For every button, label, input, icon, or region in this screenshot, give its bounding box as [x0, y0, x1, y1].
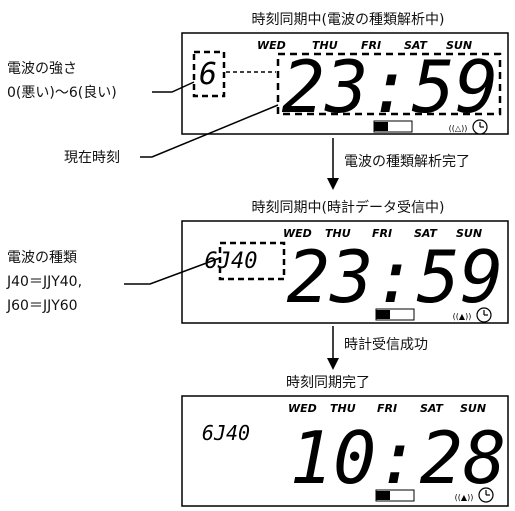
step2-label: 時計受信成功 — [344, 337, 428, 353]
signal-level-highlight — [192, 50, 226, 98]
type-leader-line — [124, 257, 221, 285]
day-thu: THU — [312, 39, 338, 52]
signal-level-digit: 6 — [199, 57, 217, 92]
time-display: 10:28 — [290, 416, 507, 500]
day-fri: FRI — [377, 402, 397, 415]
lcd-panel-1: WED THU FRI SAT SUN 6 23:59 ((△)) — [181, 32, 509, 135]
panel2-title: 時刻同期中(時計データ受信中) — [252, 199, 445, 216]
clock-icon — [478, 487, 494, 503]
antenna-icon: ((▲)) — [455, 493, 474, 502]
svg-text:((▲)): ((▲)) — [453, 312, 472, 321]
current-time-leader-line — [140, 104, 279, 158]
day-sun: SUN — [460, 402, 486, 415]
step1-label: 電波の種類解析完了 — [344, 154, 470, 170]
time-highlight — [276, 52, 502, 116]
current-time-label: 現在時刻 — [64, 150, 120, 166]
station-code: 6J40 — [205, 249, 258, 274]
day-wed: WED — [257, 39, 286, 52]
strength-label-line1: 電波の強さ — [7, 61, 77, 77]
battery-icon — [373, 120, 413, 133]
battery-icon — [375, 489, 415, 502]
day-thu: THU — [325, 227, 351, 240]
type-label-line1: 電波の種類 — [7, 250, 77, 266]
station-code-highlight — [218, 241, 286, 281]
clock-icon — [476, 307, 492, 323]
antenna-icon: ((▲)) — [453, 312, 472, 321]
strength-label-line2: 0(悪い)〜6(良い) — [7, 85, 117, 101]
day-sat: SAT — [414, 227, 438, 240]
day-sat: SAT — [420, 402, 444, 415]
step-arrow-1 — [327, 138, 339, 190]
day-fri: FRI — [361, 39, 381, 52]
day-fri: FRI — [372, 227, 392, 240]
day-wed: WED — [288, 402, 317, 415]
battery-icon — [375, 308, 415, 321]
panel1-title: 時刻同期中(電波の種類解析中) — [252, 12, 445, 28]
strength-leader-line — [152, 81, 195, 93]
lcd-panel-2: WED THU FRI SAT SUN 6J40 23:59 ((▲)) — [181, 220, 509, 324]
day-thu: THU — [330, 402, 356, 415]
svg-text:((▲)): ((▲)) — [455, 493, 474, 502]
type-label-line3: J60＝JJY60 — [6, 298, 78, 314]
lcd-panel-3: WED THU FRI SAT SUN 6J40 10:28 ((▲)) — [181, 395, 509, 507]
step-arrow-2 — [327, 326, 339, 370]
station-code: 6J40 — [202, 421, 250, 445]
day-wed: WED — [283, 227, 312, 240]
day-sun: SUN — [446, 39, 472, 52]
panel3-title: 時刻同期完了 — [286, 375, 370, 391]
antenna-icon: ((△)) — [449, 124, 468, 133]
time-display: 23:59 — [282, 45, 499, 129]
clock-icon — [472, 119, 488, 135]
svg-text:((△)): ((△)) — [449, 124, 468, 133]
day-sat: SAT — [404, 39, 428, 52]
type-label-line2: J40＝JJY40, — [6, 274, 82, 290]
time-display: 23:59 — [287, 235, 504, 319]
day-sun: SUN — [456, 227, 482, 240]
